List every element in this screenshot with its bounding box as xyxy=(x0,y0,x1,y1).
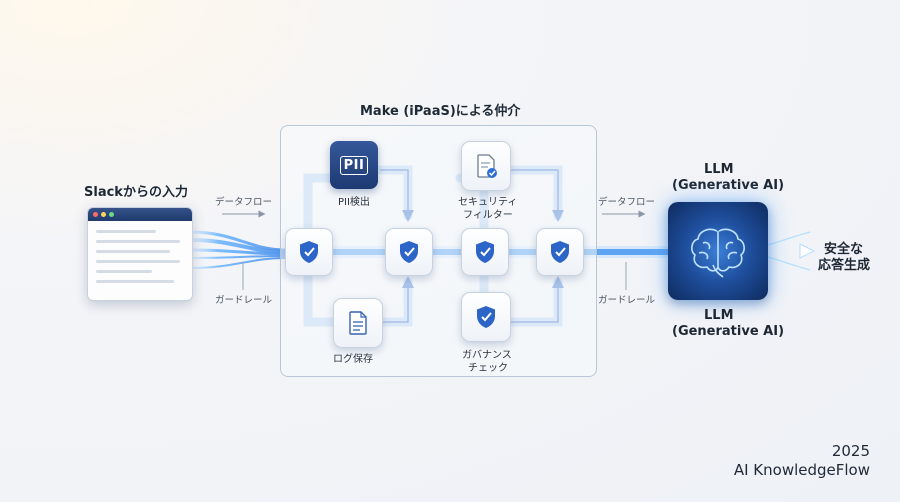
governance-label-2: チェック xyxy=(468,363,508,374)
brand-name: AI KnowledgeFlow xyxy=(733,461,870,479)
guardrail-label-right: ガードレール xyxy=(598,295,656,306)
llm-label-bottom-1: LLM xyxy=(704,308,734,323)
shield-check-icon xyxy=(477,306,495,328)
data-flow-label-left: データフロー xyxy=(215,197,273,208)
document-icon xyxy=(349,311,367,335)
pii-icon-text: PII xyxy=(339,155,369,175)
make-title: Make (iPaaS)による仲介 xyxy=(360,104,521,119)
llm-brain-box xyxy=(668,202,768,300)
shield-check-icon xyxy=(400,241,418,263)
security-filter-label-2: フィルター xyxy=(463,210,513,221)
shield-node-2 xyxy=(385,228,433,276)
slack-input-window-icon xyxy=(87,207,193,301)
llm-label-top-2: (Generative AI) xyxy=(672,178,785,193)
security-filter-label-1: セキュリティ xyxy=(458,197,518,208)
document-check-icon xyxy=(477,154,497,178)
governance-label-1: ガバナンス xyxy=(462,350,512,361)
shield-check-icon xyxy=(551,241,569,263)
input-label: Slackからの入力 xyxy=(84,185,188,200)
log-storage-label: ログ保存 xyxy=(333,354,373,365)
governance-check-icon xyxy=(461,292,511,342)
log-storage-icon xyxy=(333,298,383,348)
security-filter-icon xyxy=(461,141,511,191)
shield-check-icon xyxy=(476,241,494,263)
llm-label-bottom-2: (Generative AI) xyxy=(672,324,785,339)
shield-node-3 xyxy=(461,228,509,276)
shield-node-4 xyxy=(536,228,584,276)
shield-check-icon xyxy=(300,241,318,263)
data-flow-label-right: データフロー xyxy=(598,197,656,208)
brand-year: 2025 xyxy=(831,442,870,460)
brand-block: 2025 AI KnowledgeFlow xyxy=(734,442,870,480)
guardrail-label-left: ガードレール xyxy=(215,295,273,306)
llm-label-top-1: LLM xyxy=(704,162,734,177)
pii-detection-icon: PII xyxy=(330,141,378,189)
brain-icon xyxy=(691,228,745,278)
output-label-2: 応答生成 xyxy=(818,258,871,273)
output-label-1: 安全な xyxy=(824,242,864,257)
shield-node-1 xyxy=(285,228,333,276)
pii-detection-label: PII検出 xyxy=(338,197,370,208)
